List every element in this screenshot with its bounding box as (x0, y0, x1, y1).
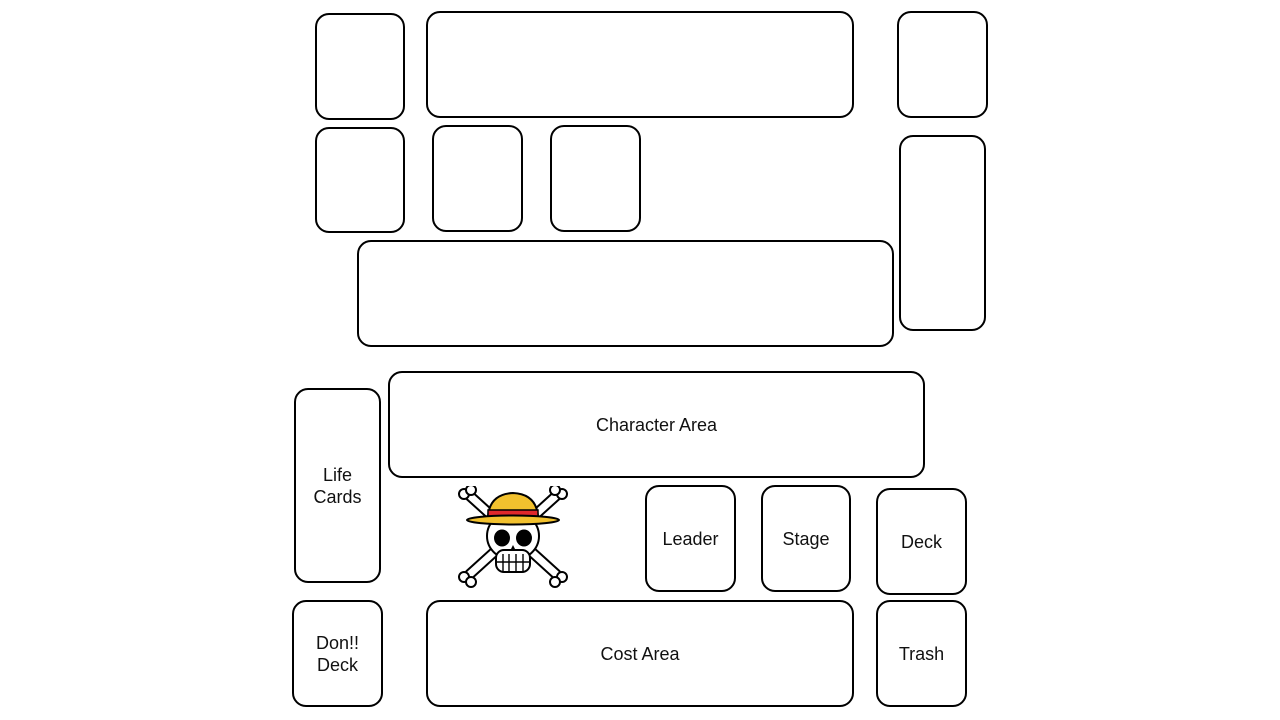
stage-zone[interactable]: Stage (761, 485, 851, 592)
straw-hat-jolly-roger-icon (456, 484, 570, 588)
stage-label: Stage (782, 528, 830, 549)
don-deck-zone[interactable]: Don!! Deck (292, 600, 383, 707)
don-deck-label: Don!! Deck (315, 632, 360, 675)
cost-area-label: Cost Area (600, 643, 680, 664)
opponent-middle-card-1-zone[interactable] (432, 125, 523, 232)
leader-label: Leader (662, 528, 719, 549)
character-area-zone[interactable]: Character Area (388, 371, 925, 478)
opponent-top-left-card-zone[interactable] (315, 13, 405, 120)
life-cards-label: Life Cards (313, 464, 362, 507)
opponent-character-area-zone[interactable] (357, 240, 894, 347)
leader-zone[interactable]: Leader (645, 485, 736, 592)
trash-zone[interactable]: Trash (876, 600, 967, 707)
trash-label: Trash (898, 643, 945, 664)
opponent-right-tall-zone[interactable] (899, 135, 986, 331)
opponent-middle-card-2-zone[interactable] (550, 125, 641, 232)
cost-area-zone[interactable]: Cost Area (426, 600, 854, 707)
character-area-label: Character Area (595, 414, 718, 435)
life-cards-zone[interactable]: Life Cards (294, 388, 381, 583)
opponent-top-right-card-zone[interactable] (897, 11, 988, 118)
opponent-middle-left-card-zone[interactable] (315, 127, 405, 233)
deck-label: Deck (900, 531, 942, 552)
opponent-top-center-wide-zone[interactable] (426, 11, 854, 118)
deck-zone[interactable]: Deck (876, 488, 967, 595)
